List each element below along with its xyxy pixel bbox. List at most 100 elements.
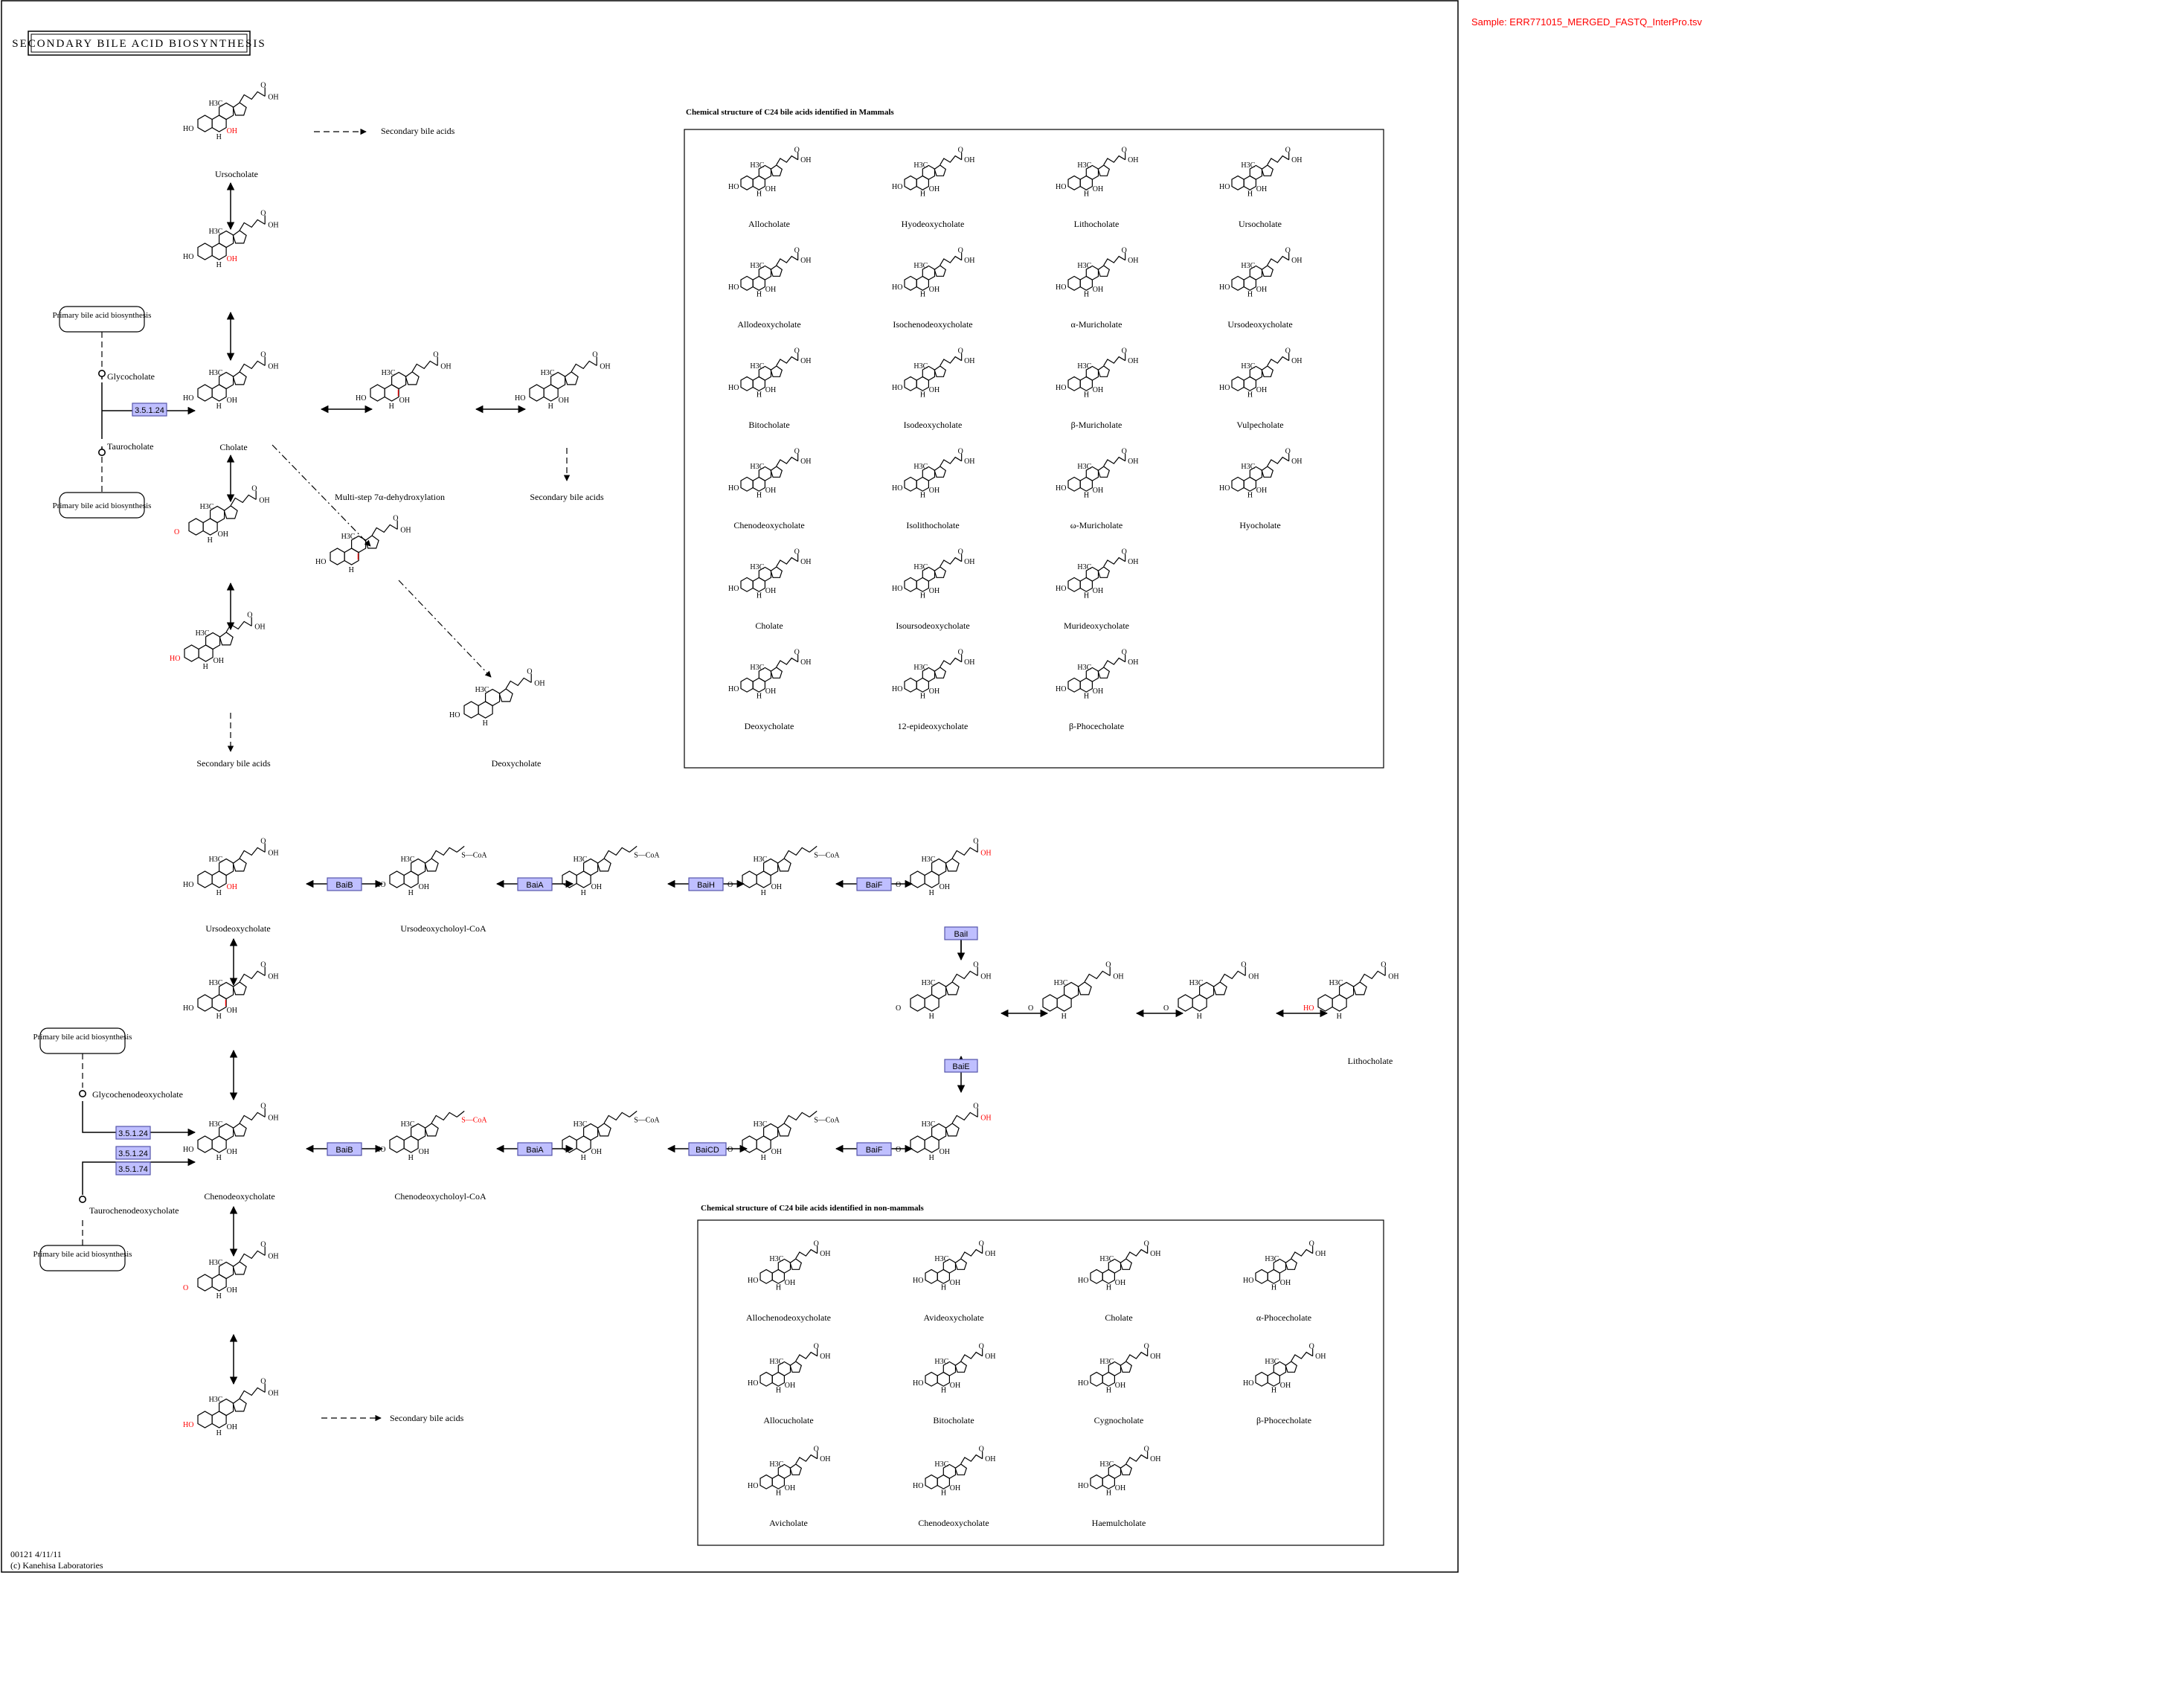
- compound-name[interactable]: β-Phocecholate: [1256, 1415, 1311, 1425]
- ursodeoxycholate-label[interactable]: Ursodeoxycholate: [205, 923, 270, 934]
- compound-name[interactable]: Deoxycholate: [745, 721, 794, 731]
- compound-name[interactable]: Ursocholate: [1239, 219, 1282, 229]
- chenodeoxycholate-label[interactable]: Chenodeoxycholate: [204, 1191, 274, 1202]
- compound-name[interactable]: Isochenodeoxycholate: [893, 319, 972, 330]
- compound-name[interactable]: Isolithocholate: [906, 520, 959, 530]
- cholate-label[interactable]: Cholate: [219, 442, 247, 452]
- glycocholate-label[interactable]: Glycocholate: [107, 371, 155, 382]
- compound-name[interactable]: Cholate: [755, 620, 783, 631]
- compound-name[interactable]: Bitocholate: [933, 1415, 974, 1425]
- enzyme-baicd[interactable]: BaiCD: [667, 1142, 748, 1156]
- chenodeoxycholoyl-coa-label[interactable]: Chenodeoxycholoyl-CoA: [394, 1191, 486, 1202]
- secondary-bile-acids-link-1[interactable]: Secondary bile acids: [381, 126, 455, 136]
- compound-name[interactable]: Ursodeoxycholate: [1227, 319, 1292, 330]
- taurocholate-label[interactable]: Taurocholate: [107, 441, 153, 452]
- enzyme-baia-lower[interactable]: BaiA: [495, 1142, 574, 1156]
- compound-name[interactable]: Chenodeoxycholate: [918, 1518, 989, 1528]
- compound-name[interactable]: Lithocholate: [1074, 219, 1120, 229]
- compound-name[interactable]: Isoursodeoxycholate: [896, 620, 969, 631]
- compound-name[interactable]: Hyodeoxycholate: [902, 219, 965, 229]
- secondary-bile-acids-link-4[interactable]: Secondary bile acids: [390, 1413, 464, 1423]
- map-title-box[interactable]: SECONDARY BILE ACID BIOSYNTHESIS: [12, 31, 266, 56]
- taurochenodeoxycholate-label[interactable]: Taurochenodeoxycholate: [89, 1205, 179, 1216]
- enzyme-baie[interactable]: BaiE: [944, 1059, 978, 1073]
- deoxycholate-label[interactable]: Deoxycholate: [492, 758, 542, 769]
- compound-name[interactable]: ω-Muricholate: [1070, 520, 1123, 530]
- compound-name[interactable]: Haemulcholate: [1092, 1518, 1146, 1528]
- compound-name[interactable]: 12-epideoxycholate: [898, 721, 969, 731]
- primary-bile-acid-map-link-3[interactable]: Primary bile acid biosynthesis: [33, 1027, 132, 1054]
- compound-name[interactable]: β-Phocecholate: [1069, 721, 1124, 731]
- enzyme-baif-lower[interactable]: BaiF: [835, 1142, 913, 1156]
- enzyme-3-5-1-24-bottom-a[interactable]: 3.5.1.24: [115, 1126, 151, 1140]
- enzyme-3-5-1-74[interactable]: 3.5.1.74: [115, 1161, 151, 1176]
- compound-name[interactable]: Avideoxycholate: [923, 1312, 983, 1323]
- compound-name[interactable]: Cygnocholate: [1094, 1415, 1144, 1425]
- primary-bile-acid-map-link-1[interactable]: Primary bile acid biosynthesis: [53, 306, 152, 333]
- enzyme-baib-upper[interactable]: BaiB: [305, 877, 384, 891]
- enzyme-baib-lower[interactable]: BaiB: [305, 1142, 384, 1156]
- compound-name[interactable]: Murideoxycholate: [1064, 620, 1129, 631]
- enzyme-baih[interactable]: BaiH: [667, 877, 745, 891]
- ursodeoxycholoyl-coa-label[interactable]: Ursodeoxycholoyl-CoA: [400, 923, 486, 934]
- enzyme-baii[interactable]: BaiI: [944, 926, 978, 940]
- compound-name[interactable]: Avicholate: [769, 1518, 808, 1528]
- ursocholate-label[interactable]: Ursocholate: [215, 169, 258, 179]
- compound-name[interactable]: Allodeoxycholate: [737, 319, 800, 330]
- enzyme-baia-upper[interactable]: BaiA: [495, 877, 574, 891]
- compound-name[interactable]: β-Muricholate: [1071, 420, 1122, 430]
- secondary-bile-acids-link-3[interactable]: Secondary bile acids: [196, 758, 271, 769]
- compound-name[interactable]: Allochenodeoxycholate: [746, 1312, 831, 1323]
- compound-name[interactable]: α-Muricholate: [1071, 319, 1122, 330]
